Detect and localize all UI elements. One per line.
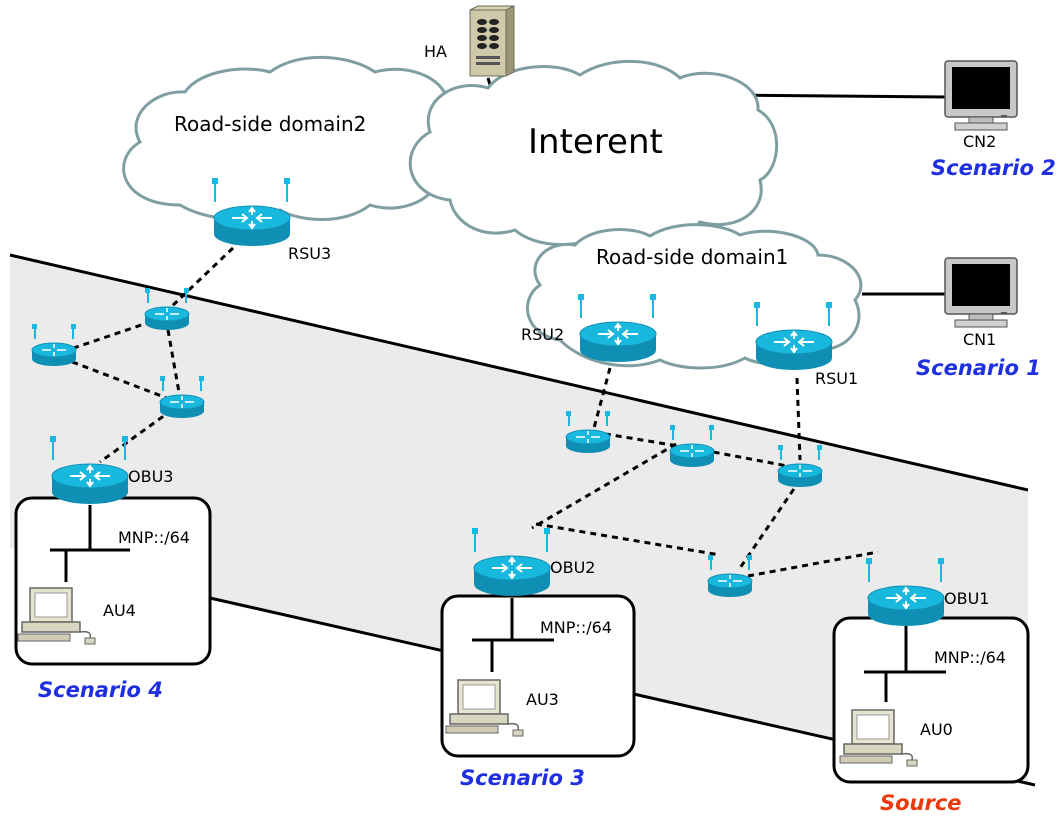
cn2-monitor-icon (944, 60, 1018, 131)
road-side-domain1-label: Road-side domain1 (596, 245, 788, 269)
rsu3-label: RSU3 (288, 244, 331, 263)
scenario-2-label: Scenario 2 (931, 156, 1056, 180)
cn2-label: CN2 (963, 132, 996, 151)
cn1-monitor-icon (944, 257, 1018, 328)
mnp-label-obu2: MNP::/64 (540, 618, 612, 637)
wireless-links (61, 246, 879, 578)
ha-server-icon (469, 5, 515, 77)
road-side-domain2-cloud (122, 55, 462, 221)
road-side-domain2-label: Road-side domain2 (174, 112, 366, 136)
obu2-label: OBU2 (550, 558, 595, 577)
internet-label: Interent (528, 122, 663, 162)
obu1-label: OBU1 (944, 589, 989, 608)
rsu1-label: RSU1 (815, 369, 858, 388)
au0-label: AU0 (920, 720, 953, 739)
au4-label: AU4 (103, 601, 136, 620)
vehicle-lans (50, 505, 946, 702)
cn1-label: CN1 (963, 330, 996, 349)
mnp-label-obu1: MNP::/64 (934, 648, 1006, 667)
rsu2-label: RSU2 (521, 325, 564, 344)
au3-label: AU3 (526, 690, 559, 709)
source-label: Source (880, 791, 962, 815)
scenario-3-label: Scenario 3 (460, 766, 585, 790)
scenario-1-label: Scenario 1 (916, 356, 1041, 380)
ha-label: HA (424, 42, 447, 61)
obu3-label: OBU3 (128, 467, 173, 486)
mnp-label-obu3: MNP::/64 (118, 528, 190, 547)
scenario-4-label: Scenario 4 (38, 678, 163, 702)
